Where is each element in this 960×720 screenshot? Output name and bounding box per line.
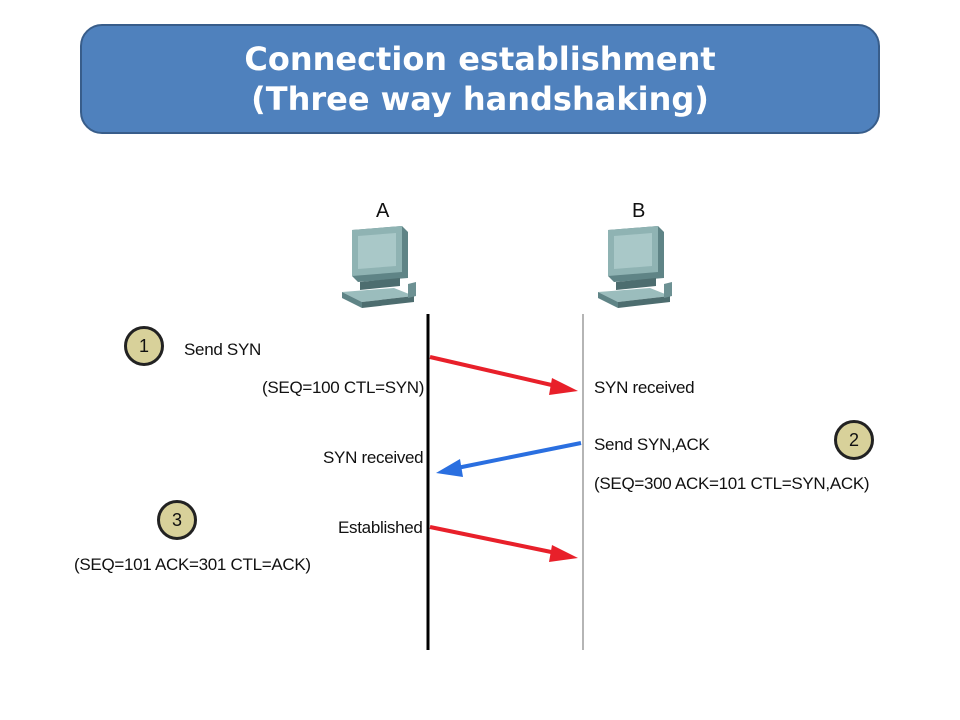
computer-icon-b <box>598 226 672 308</box>
host-b-label: B <box>632 200 646 222</box>
step-3-badge: 3 <box>157 500 197 540</box>
syn-ack-arrow <box>436 441 582 477</box>
step-2-label: Send SYN,ACK <box>594 435 710 454</box>
step-3-label: Established <box>338 518 423 537</box>
step-2-received: SYN received <box>323 448 424 467</box>
computer-icon-a <box>342 226 416 308</box>
host-a-label: A <box>376 200 390 222</box>
title-line-1: Connection establishment <box>244 40 716 78</box>
title-line-2: (Three way handshaking) <box>251 80 709 118</box>
ack-arrow <box>429 525 578 562</box>
step-2-badge: 2 <box>834 420 874 460</box>
step-3-detail: (SEQ=101 ACK=301 CTL=ACK) <box>74 555 311 574</box>
step-1-badge: 1 <box>124 326 164 366</box>
step-1-received: SYN received <box>594 378 695 397</box>
title-banner: Connection establishment (Three way hand… <box>80 24 880 134</box>
syn-arrow <box>429 355 578 395</box>
step-1-label: Send SYN <box>184 340 261 359</box>
step-2-detail: (SEQ=300 ACK=101 CTL=SYN,ACK) <box>594 474 870 493</box>
step-1-detail: (SEQ=100 CTL=SYN) <box>262 378 425 397</box>
